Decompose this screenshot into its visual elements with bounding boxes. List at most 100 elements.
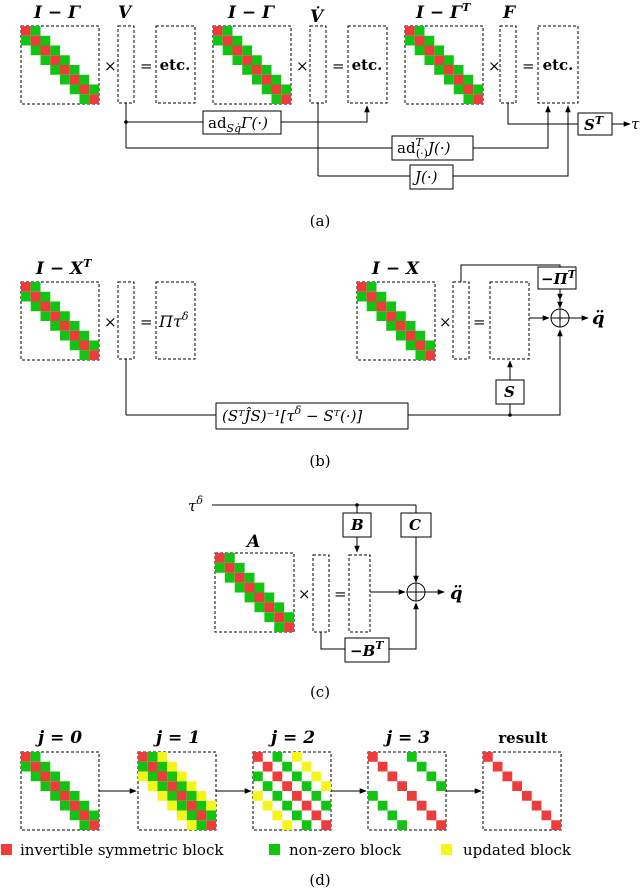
panel-a-v-vector	[117, 25, 135, 104]
matrix-block	[147, 771, 158, 782]
matrix-block	[244, 592, 255, 603]
panel-a-equals-3: =	[522, 57, 535, 75]
matrix-block	[157, 752, 168, 762]
matrix-block	[30, 291, 41, 302]
matrix-block	[444, 55, 454, 65]
panel-c-bt-box: −BT	[344, 637, 390, 663]
matrix-block	[40, 771, 51, 782]
matrix-block	[50, 321, 60, 331]
matrix-block	[21, 35, 31, 46]
matrix-block	[196, 810, 207, 821]
panel-a: I − Γ V I − Γ V̇ I − ΓT F × = etc. × = e…	[20, 1, 640, 230]
matrix-block	[366, 301, 377, 312]
legend-invertible-label: invertible symmetric block	[20, 841, 224, 859]
matrix-block	[224, 553, 235, 563]
panel-d-step-2-label: j = 2	[268, 728, 315, 748]
matrix-block	[138, 752, 148, 762]
panel-c-connections	[212, 503, 445, 650]
panel-a-ad-box: adSq̇Γ(·)	[202, 110, 282, 135]
panel-b-vector-2	[452, 281, 470, 360]
matrix-block	[284, 622, 294, 632]
matrix-block	[234, 562, 245, 573]
panel-a-vdot-label: V̇	[310, 7, 325, 27]
svg-text:B: B	[350, 516, 364, 534]
matrix-block	[79, 800, 90, 811]
matrix-block	[274, 612, 285, 623]
panel-b-pi-box: −ΠT	[537, 266, 577, 290]
matrix-block	[301, 781, 312, 791]
matrix-block	[252, 55, 262, 65]
matrix-block	[357, 291, 367, 302]
matrix-block	[196, 820, 207, 830]
matrix-block	[244, 582, 255, 593]
matrix-block	[436, 781, 446, 791]
matrix-block	[453, 74, 464, 85]
matrix-block	[69, 800, 80, 811]
matrix-block	[196, 791, 207, 801]
matrix-block	[60, 330, 70, 341]
matrix-block	[416, 761, 427, 772]
panel-a-st-box: ST	[577, 112, 613, 136]
panel-c-c-box: C	[400, 512, 432, 538]
matrix-block	[215, 562, 225, 573]
panel-b-bottom-box: (SᵀĴS)⁻¹[τδ − Sᵀ(·)]	[215, 402, 409, 430]
matrix-block	[416, 800, 427, 811]
matrix-block	[292, 810, 302, 821]
matrix-block	[69, 330, 80, 341]
panel-b-times-1: ×	[104, 313, 117, 331]
panel-c-b-box: B	[342, 512, 372, 538]
matrix-block	[252, 74, 262, 85]
matrix-block	[426, 810, 437, 821]
matrix-block	[69, 791, 80, 801]
panel-a-adt-box: adT(·)J(·)	[391, 135, 474, 161]
matrix-block	[50, 65, 60, 75]
panel-c-tau: τδ	[188, 494, 203, 515]
matrix-block	[444, 65, 454, 75]
legend-yellow-swatch	[441, 844, 452, 855]
matrix-block	[69, 321, 80, 331]
matrix-block	[261, 74, 272, 85]
matrix-block	[21, 291, 31, 302]
matrix-block	[252, 65, 262, 75]
matrix-block	[522, 791, 532, 801]
matrix-block	[376, 291, 387, 302]
matrix-block	[424, 35, 435, 46]
matrix-block	[396, 311, 406, 321]
matrix-block	[301, 800, 312, 811]
matrix-block	[453, 65, 464, 75]
matrix-block	[79, 94, 90, 104]
panel-a-matrix1-label: I − Γ	[33, 3, 82, 23]
matrix-block	[232, 35, 243, 46]
panel-a-equals-1: =	[140, 57, 153, 75]
svg-text:J(·): J(·)	[412, 168, 438, 186]
matrix-block	[79, 74, 90, 85]
panel-a-matrix3	[404, 25, 484, 105]
panel-a-etc-box-3	[537, 25, 579, 104]
matrix-block	[397, 820, 407, 830]
matrix-block	[157, 771, 168, 782]
matrix-block	[40, 45, 51, 56]
matrix-block	[69, 74, 80, 85]
matrix-block	[21, 752, 31, 762]
matrix-block	[271, 84, 282, 95]
matrix-block	[321, 781, 331, 791]
matrix-block	[434, 65, 444, 75]
matrix-block	[30, 761, 41, 772]
panel-d-step-3-label: j = 3	[383, 728, 430, 748]
panel-b-caption: (b)	[309, 452, 330, 470]
matrix-block	[138, 771, 148, 782]
panel-a-f-label: F	[502, 3, 517, 23]
matrix-block	[50, 301, 60, 312]
matrix-block	[30, 752, 41, 762]
matrix-block	[321, 820, 331, 830]
matrix-block	[407, 752, 417, 762]
matrix-block	[415, 340, 426, 351]
panel-a-times-2: ×	[296, 57, 309, 75]
matrix-block	[222, 35, 233, 46]
panel-b-rhs-1: Πτδ	[158, 310, 189, 331]
matrix-block	[405, 330, 416, 341]
matrix-block	[50, 45, 60, 56]
matrix-block	[244, 572, 255, 583]
matrix-block	[60, 781, 70, 791]
matrix-block	[242, 55, 252, 65]
